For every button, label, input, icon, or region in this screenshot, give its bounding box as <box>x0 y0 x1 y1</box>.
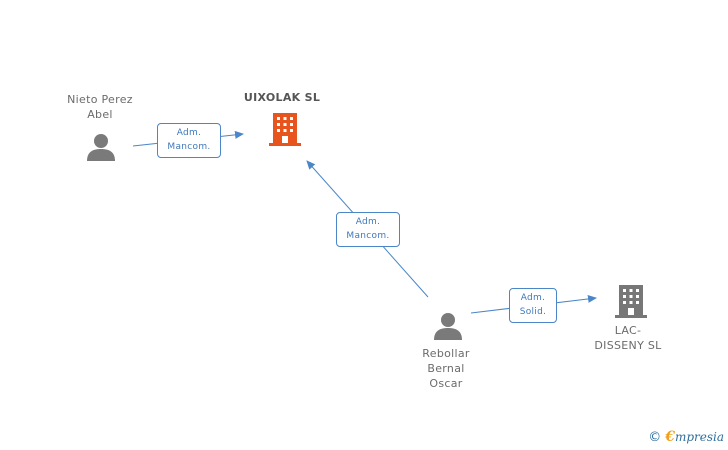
brand-name: mpresia <box>674 430 724 444</box>
building-icon[interactable] <box>268 110 302 148</box>
person-name-line: Nieto Perez <box>67 93 133 106</box>
person-icon[interactable] <box>86 132 116 162</box>
role-line: Adm. <box>520 293 546 303</box>
company-lacdisseny-name[interactable]: LAC- DISSENY SL <box>578 323 678 353</box>
person-name-line: Abel <box>87 108 113 121</box>
company-uixolak-name[interactable]: UIXOLAK SL <box>243 91 321 104</box>
person-icon[interactable] <box>433 311 463 341</box>
person-rebollar-bernal-oscar-name[interactable]: Rebollar Bernal Oscar <box>396 346 496 391</box>
edge-label-rebollar-uixolak[interactable]: Adm. Mancom. <box>336 212 400 247</box>
role-line: Adm. <box>176 128 202 138</box>
brand-watermark: ©€mpresia <box>648 429 724 445</box>
company-name-line: DISSENY SL <box>594 339 662 352</box>
edge-label-nieto-uixolak[interactable]: Adm. Mancom. <box>157 123 221 158</box>
person-name-line: Rebollar <box>422 347 470 360</box>
role-line: Adm. <box>355 217 381 227</box>
company-name-line: LAC- <box>614 324 642 337</box>
role-line: Mancom. <box>167 142 211 152</box>
person-nieto-perez-abel-name[interactable]: Nieto Perez Abel <box>50 92 150 122</box>
role-line: Mancom. <box>346 231 390 241</box>
brand-logo-initial: € <box>665 429 675 445</box>
role-line: Solid. <box>519 307 547 317</box>
person-name-line: Oscar <box>429 377 463 390</box>
person-name-line: Bernal <box>427 362 465 375</box>
building-icon[interactable] <box>614 282 648 320</box>
copyright-symbol: © <box>648 430 662 445</box>
edge-label-rebollar-lacdisseny[interactable]: Adm. Solid. <box>509 288 557 323</box>
